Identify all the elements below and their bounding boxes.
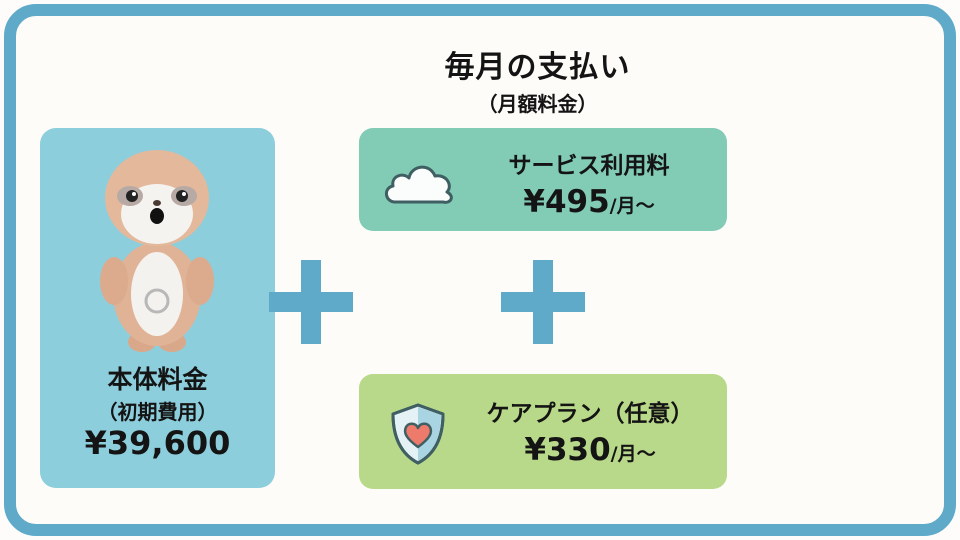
care-plan-title: ケアプラン（任意） (486, 401, 694, 427)
plus-icon (501, 260, 585, 344)
care-plan-card: ケアプラン（任意） ¥330/月～ (359, 374, 727, 489)
cloud-icon (385, 165, 453, 204)
care-plan-unit: /月～ (610, 443, 656, 465)
device-price-subtitle: （初期費用） (97, 400, 218, 424)
page-subtitle: （月額料金） (477, 92, 598, 116)
device-price-value: ¥39,600 (84, 424, 231, 462)
robot-pet-image (100, 150, 214, 352)
plus-icon (269, 260, 353, 344)
service-fee-card: サービス利用料 ¥495/月～ (359, 128, 727, 231)
service-fee-price: ¥495/月～ (469, 184, 709, 220)
page-title: 毎月の支払い (444, 50, 631, 85)
service-fee-title: サービス利用料 (508, 153, 670, 179)
device-price-card: 本体料金 （初期費用） ¥39,600 (40, 128, 275, 488)
care-plan-amount: ¥330 (524, 432, 611, 468)
device-price-title: 本体料金 (107, 365, 208, 394)
service-fee-unit: /月～ (609, 195, 655, 217)
care-plan-price: ¥330/月～ (459, 432, 721, 468)
service-fee-amount: ¥495 (523, 184, 610, 220)
shield-heart-icon (391, 403, 445, 465)
